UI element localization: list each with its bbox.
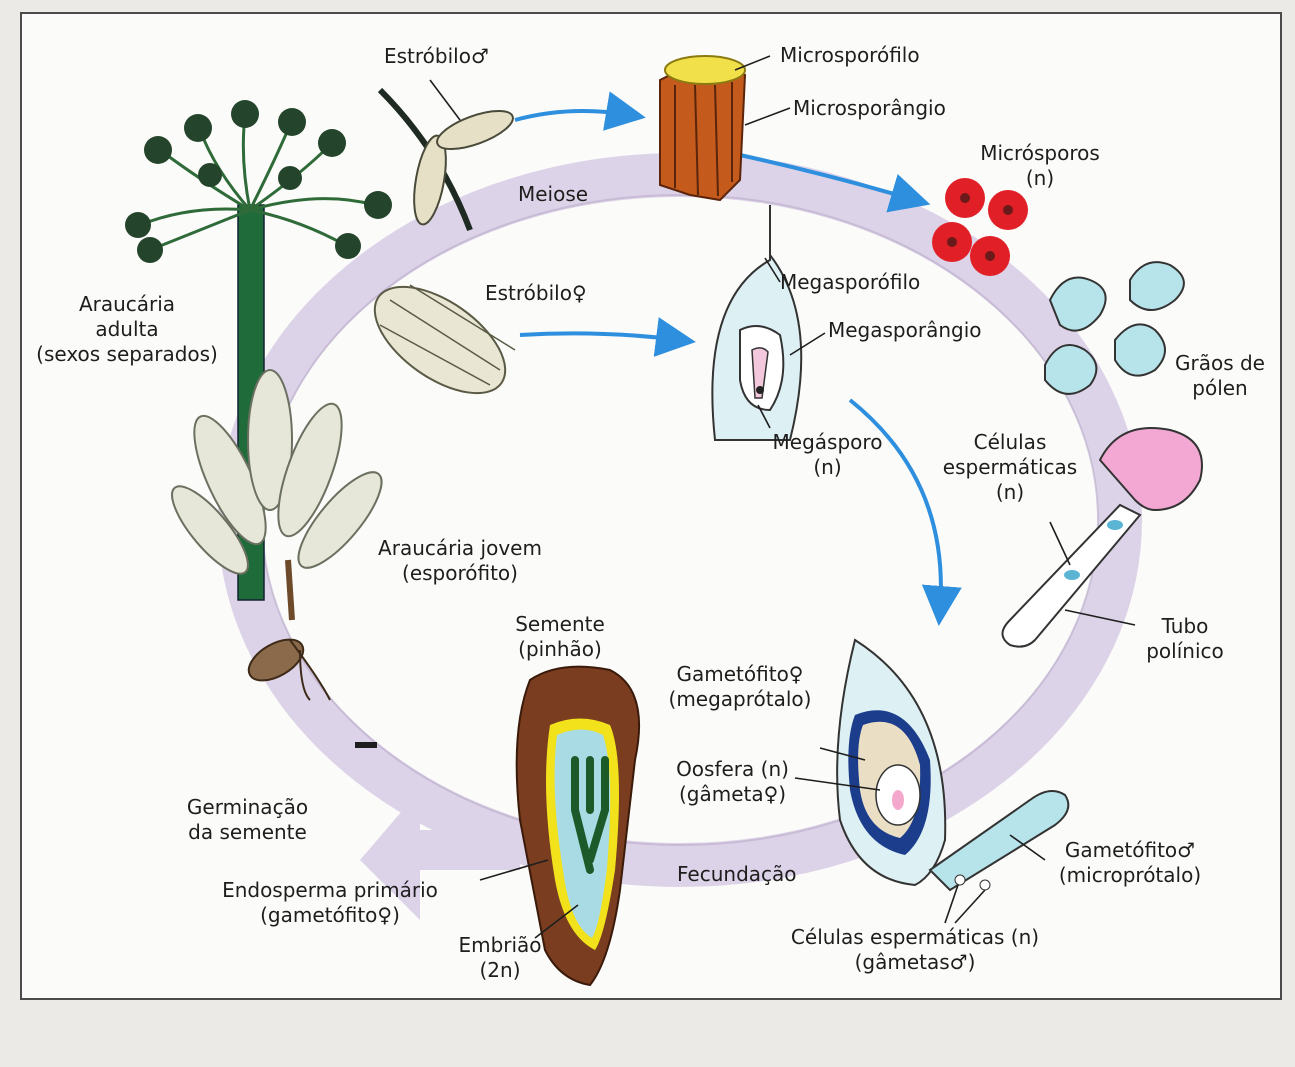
label-gametofito-fem-line1: Gametófito♀ <box>655 662 825 687</box>
label-germinacao-line1: Germinação <box>180 795 315 820</box>
label-graos-line1: Grãos de <box>1160 351 1280 376</box>
label-endosperma-line2: (gametófito♀) <box>200 903 460 928</box>
label-gametofito-masc-line1: Gametófito♂ <box>1040 838 1220 863</box>
label-endosperma-line1: Endosperma primário <box>200 878 460 903</box>
microsporophyll <box>660 56 745 200</box>
label-celulas-gametas-line2: (gâmetas♂) <box>780 950 1050 975</box>
label-germinacao-line2: da semente <box>180 820 315 845</box>
label-embriao: Embrião (2n) <box>445 933 555 983</box>
label-megasporo: Megásporo (n) <box>760 430 895 480</box>
label-araucaria-adulta-line3: (sexos separados) <box>22 342 232 367</box>
label-celulas-line2: espermáticas <box>935 455 1085 480</box>
label-meiose: Meiose <box>518 182 588 207</box>
label-estrobilo-fem: Estróbilo♀ <box>485 281 587 306</box>
label-microsporangio: Microsporângio <box>793 96 946 121</box>
label-megasporofilo: Megasporófilo <box>780 270 920 295</box>
label-microsporofilo: Microsporófilo <box>780 43 920 68</box>
young-araucaria <box>161 370 394 700</box>
label-araucaria-jovem-line1: Araucária jovem <box>365 536 555 561</box>
label-tubo-polinico: Tubo polínico <box>1130 614 1240 664</box>
label-semente-line2: (pinhão) <box>500 637 620 662</box>
label-megasporangio: Megasporângio <box>828 318 982 343</box>
label-germinacao: Germinação da semente <box>180 795 315 845</box>
label-gametofito-fem-line2: (megaprótalo) <box>655 687 825 712</box>
label-semente-line1: Semente <box>500 612 620 637</box>
label-megasporo-line2: (n) <box>760 455 895 480</box>
label-oosfera-line1: Oosfera (n) <box>665 757 800 782</box>
label-celulas-gametas: Células espermáticas (n) (gâmetas♂) <box>780 925 1050 975</box>
label-graos-line2: pólen <box>1160 376 1280 401</box>
label-gametofito-masc: Gametófito♂ (microprótalo) <box>1040 838 1220 888</box>
label-tubo-line1: Tubo <box>1130 614 1240 639</box>
label-embriao-line1: Embrião <box>445 933 555 958</box>
label-microsporos-line2: (n) <box>980 166 1100 191</box>
label-endosperma: Endosperma primário (gametófito♀) <box>200 878 460 928</box>
label-gametofito-fem: Gametófito♀ (megaprótalo) <box>655 662 825 712</box>
label-araucaria-adulta: Araucária adulta (sexos separados) <box>22 292 232 367</box>
label-graos-de-polen: Grãos de pólen <box>1160 351 1280 401</box>
label-gametofito-masc-line2: (microprótalo) <box>1040 863 1220 888</box>
label-celulas-espermaticas-top: Células espermáticas (n) <box>935 430 1085 505</box>
label-megasporo-line1: Megásporo <box>760 430 895 455</box>
label-araucaria-adulta-line2: adulta <box>22 317 232 342</box>
megasporophyll <box>712 205 801 440</box>
label-estrobilo-masc: Estróbilo♂ <box>384 44 489 69</box>
label-celulas-line3: (n) <box>935 480 1085 505</box>
label-fecundacao: Fecundação <box>677 862 797 887</box>
label-microsporos-line1: Micrósporos <box>980 141 1100 166</box>
label-oosfera: Oosfera (n) (gâmeta♀) <box>665 757 800 807</box>
label-celulas-line1: Células <box>935 430 1085 455</box>
label-microsporos: Micrósporos (n) <box>980 141 1100 191</box>
label-araucaria-adulta-line1: Araucária <box>22 292 232 317</box>
label-tubo-line2: polínico <box>1130 639 1240 664</box>
label-araucaria-jovem: Araucária jovem (esporófito) <box>365 536 555 586</box>
label-celulas-gametas-line1: Células espermáticas (n) <box>780 925 1050 950</box>
label-semente: Semente (pinhão) <box>500 612 620 662</box>
label-embriao-line2: (2n) <box>445 958 555 983</box>
label-oosfera-line2: (gâmeta♀) <box>665 782 800 807</box>
label-araucaria-jovem-line2: (esporófito) <box>365 561 555 586</box>
